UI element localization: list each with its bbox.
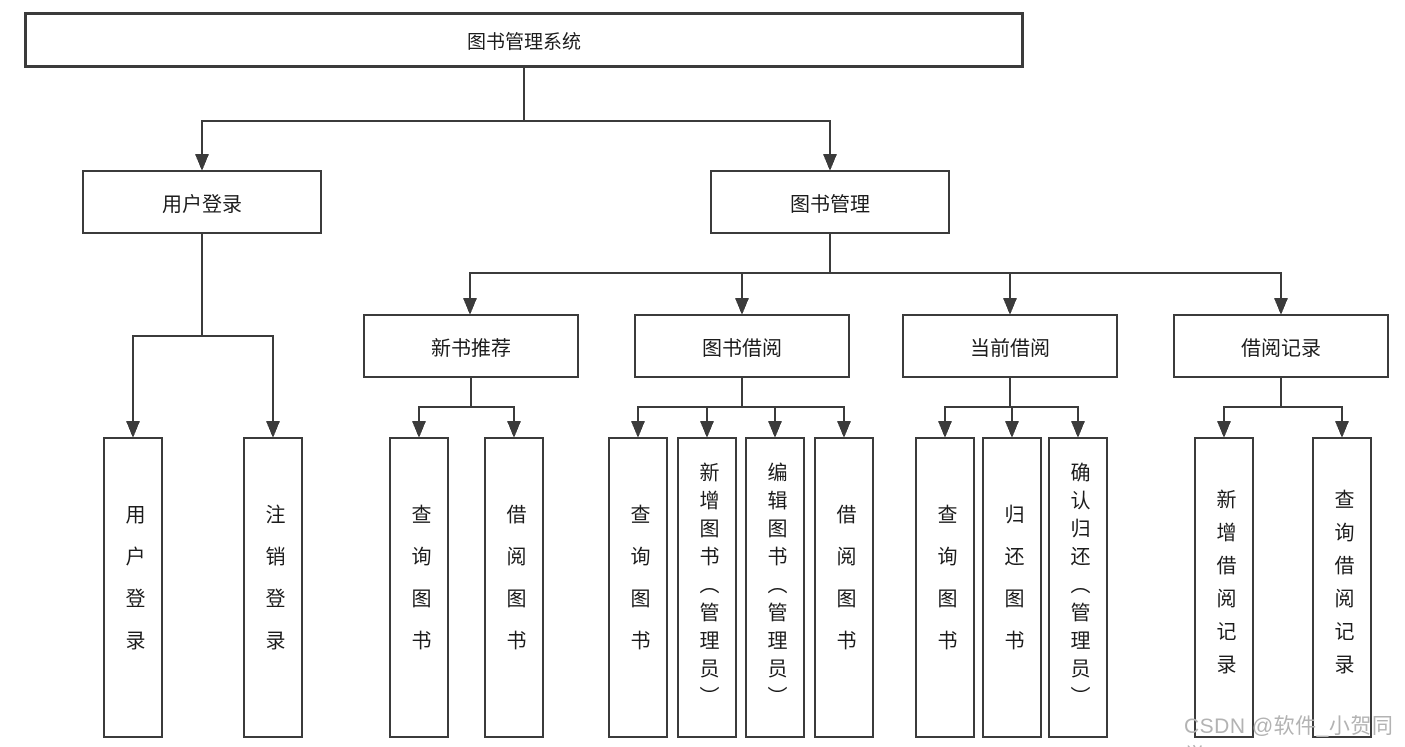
leaf-borrow-books-2: 借阅图书 [814, 437, 874, 738]
leaf-query-books-2: 查询图书 [608, 437, 668, 738]
leaf-add-books-admin-label: 新增图书（管理员） [696, 461, 718, 714]
leaf-return-books-label: 归还图书 [1001, 503, 1023, 672]
node-book-borrowing: 图书借阅 [634, 314, 850, 378]
node-library-system: 图书管理系统 [24, 12, 1024, 68]
node-new-book-recommend: 新书推荐 [363, 314, 579, 378]
leaf-add-borrow-record-label: 新增借阅记录 [1213, 488, 1235, 687]
leaf-query-books-2-label: 查询图书 [627, 503, 649, 672]
leaf-edit-books-admin-label: 编辑图书（管理员） [764, 461, 786, 714]
leaf-query-borrow-record: 查询借阅记录 [1312, 437, 1372, 738]
leaf-query-books-1-label: 查询图书 [408, 503, 430, 672]
leaf-user-login: 用户登录 [103, 437, 163, 738]
leaf-query-books-1: 查询图书 [389, 437, 449, 738]
leaf-return-books: 归还图书 [982, 437, 1042, 738]
leaf-logout-label: 注销登录 [262, 503, 284, 672]
node-user-login: 用户登录 [82, 170, 322, 234]
leaf-query-books-3: 查询图书 [915, 437, 975, 738]
leaf-confirm-return-admin: 确认归还（管理员） [1048, 437, 1108, 738]
leaf-user-login-label: 用户登录 [122, 503, 144, 672]
node-borrowing-records: 借阅记录 [1173, 314, 1389, 378]
leaf-borrow-books-1: 借阅图书 [484, 437, 544, 738]
leaf-query-books-3-label: 查询图书 [934, 503, 956, 672]
leaf-borrow-books-1-label: 借阅图书 [503, 503, 525, 672]
leaf-edit-books-admin: 编辑图书（管理员） [745, 437, 805, 738]
node-current-borrowing: 当前借阅 [902, 314, 1118, 378]
node-book-management: 图书管理 [710, 170, 950, 234]
leaf-confirm-return-admin-label: 确认归还（管理员） [1067, 461, 1089, 714]
leaf-query-borrow-record-label: 查询借阅记录 [1331, 488, 1353, 687]
leaf-add-books-admin: 新增图书（管理员） [677, 437, 737, 738]
csdn-watermark: CSDN @软件_小贺同学 [1184, 715, 1394, 747]
leaf-logout: 注销登录 [243, 437, 303, 738]
leaf-add-borrow-record: 新增借阅记录 [1194, 437, 1254, 738]
leaf-borrow-books-2-label: 借阅图书 [833, 503, 855, 672]
